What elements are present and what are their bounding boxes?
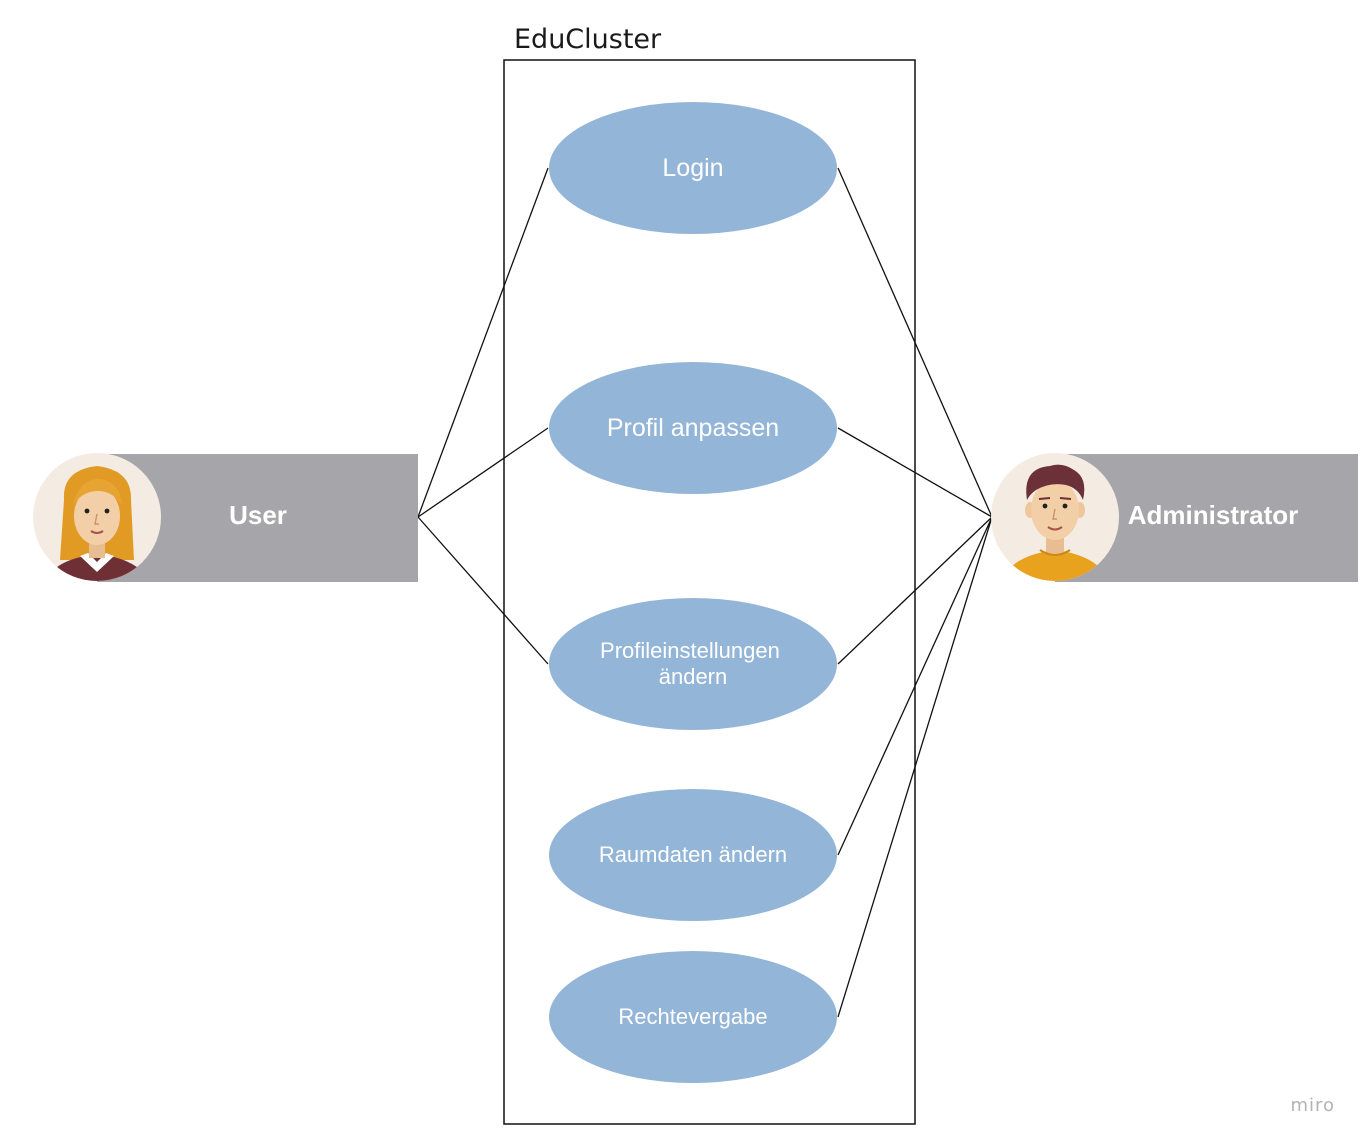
use-case-label: Profileinstellungen ändern	[600, 638, 786, 689]
system-boundary	[503, 59, 916, 1125]
miro-watermark: miro	[1290, 1095, 1335, 1116]
use-case-rechtevergabe[interactable]: Rechtevergabe	[549, 951, 837, 1083]
association-user-login	[417, 167, 549, 518]
use-case-ellipse	[549, 102, 837, 234]
use-case-ellipse	[549, 951, 837, 1083]
use-case-label: Rechtevergabe	[618, 1004, 767, 1029]
actor-user[interactable]: User	[33, 453, 418, 585]
use-case-label: Login	[662, 154, 723, 182]
association-lines	[417, 167, 993, 1018]
use-case-profil-anpassen[interactable]: Profil anpassen	[549, 362, 837, 494]
use-case-profileinstellungen-aendern[interactable]: Profileinstellungen ändern	[549, 598, 837, 730]
use-case-label: Profil anpassen	[607, 414, 779, 442]
woman-avatar-icon	[33, 453, 161, 581]
man-avatar-icon	[991, 453, 1119, 581]
use-case-ellipse	[549, 789, 837, 921]
association-administrator-profil-anpassen	[837, 427, 993, 518]
use-case-label: Raumdaten ändern	[599, 842, 787, 867]
actor-label: Administrator	[1128, 500, 1298, 530]
use-case-ellipse	[549, 362, 837, 494]
use-case-login[interactable]: Login	[549, 102, 837, 234]
actor-label: User	[229, 500, 287, 530]
association-administrator-login	[837, 167, 993, 518]
system-title: EduCluster	[514, 24, 662, 55]
association-administrator-raumdaten-aendern	[837, 516, 993, 856]
association-administrator-profileinstellungen-aendern	[837, 516, 993, 665]
association-user-profil-anpassen	[417, 427, 549, 518]
actor-administrator[interactable]: Administrator	[991, 453, 1358, 585]
use-case-raumdaten-aendern[interactable]: Raumdaten ändern	[549, 789, 837, 921]
association-administrator-rechtevergabe	[837, 516, 993, 1018]
association-user-profileinstellungen-aendern	[417, 516, 549, 665]
use-case-ellipse	[549, 598, 837, 730]
